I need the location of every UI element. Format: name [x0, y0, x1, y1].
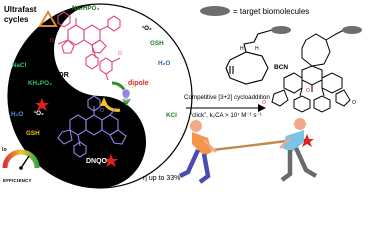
svg-text:O: O	[352, 100, 356, 106]
svg-text:H: H	[240, 46, 244, 52]
sdr-molecule-structure: O O	[50, 11, 122, 81]
gauge-label-hv: hv	[33, 147, 40, 153]
title-line1: Ultrafast	[4, 5, 37, 14]
tug-of-war-figure-left	[178, 120, 217, 184]
reagent-gsh-bottom: GSH	[26, 130, 40, 137]
yield-text: η up to 33%	[143, 175, 181, 182]
reagent-singlet-oxygen-top: ¹O₂	[142, 25, 152, 32]
dipole-label: dipole	[128, 80, 149, 87]
dnqo-star-icon	[104, 154, 118, 167]
reagent-water-left: H₂O	[11, 111, 24, 118]
svg-text:H: H	[255, 46, 259, 52]
svg-text:O: O	[50, 38, 54, 44]
dnqo-label: DNQO	[86, 158, 107, 165]
product-molecule-structure: O O O	[262, 26, 362, 113]
light-bulb-icon	[117, 84, 135, 103]
svg-text:O: O	[100, 108, 104, 114]
dnqo-molecule-structure: O	[57, 95, 127, 158]
reagent-nacl: NaCl	[12, 62, 27, 69]
reagent-kh2po4: KH₂PO₄	[28, 80, 52, 87]
reagent-gsh-top: GSH	[150, 40, 164, 47]
efficiency-gauge	[2, 149, 40, 170]
bcn-molecule-structure: H H	[225, 26, 291, 85]
product-star-icon	[300, 134, 314, 147]
svg-text:O: O	[262, 100, 266, 106]
reagent-na2hpo4: Na₂HPO₄	[72, 5, 100, 12]
bcn-label: BCN	[274, 64, 289, 71]
reagent-singlet-oxygen-bottom: ¹O₂	[34, 110, 44, 117]
legend-text: = target biomolecules	[233, 7, 310, 16]
reaction-line1: Competitive [3+2] cycloaddition	[184, 94, 270, 101]
efficiency-label: EFFICIENCY	[3, 178, 32, 183]
reagent-water-right: H₂O	[158, 60, 171, 67]
yin-yang-symbol	[7, 3, 193, 189]
title-line2: cycles	[4, 15, 29, 24]
reaction-line2: “click”, k₂CA > 10⁷ M⁻¹ s⁻¹	[190, 112, 262, 119]
tug-of-war-rope	[211, 139, 287, 152]
svg-text:O: O	[118, 51, 122, 57]
tug-of-war-figure-right	[279, 118, 318, 182]
diagram-canvas: O O O H H	[2, 3, 362, 189]
reaction-arrow	[186, 104, 266, 112]
sdr-star-icon	[35, 98, 49, 111]
sdr-label: SDR	[54, 72, 69, 79]
target-biomolecule-legend-icon	[200, 6, 230, 16]
gauge-label-lo: lo	[2, 147, 7, 153]
reagent-kcl: KCl	[166, 112, 177, 119]
svg-text:O: O	[306, 88, 310, 94]
heat-triangle-icon	[38, 9, 58, 27]
